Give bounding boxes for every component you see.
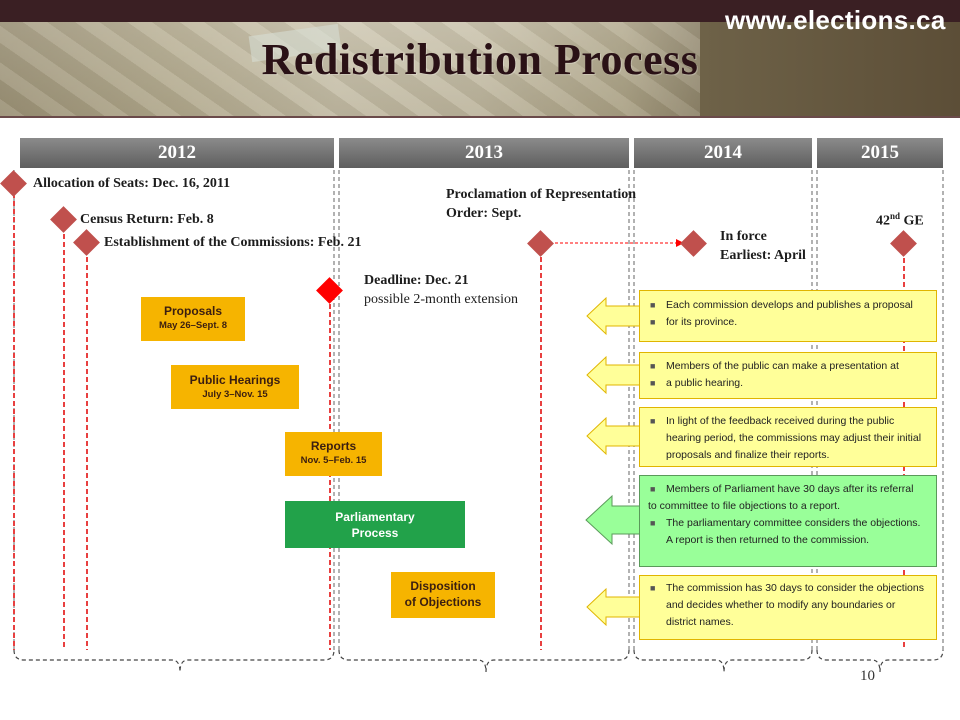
info-box-parliament: ■Members of Parliament have 30 days afte…: [639, 475, 937, 567]
label-deadline: Deadline: Dec. 21: [364, 273, 469, 288]
info-parliament-line2: to committee to file objections to a rep…: [648, 500, 841, 512]
info-proposals-line1: Each commission develops and publishes a…: [666, 299, 913, 311]
left-arrow-icon: [585, 296, 641, 627]
info-parliament-line4: A report is then returned to the commiss…: [666, 534, 870, 546]
site-url[interactable]: www.elections.ca: [725, 5, 946, 35]
label-proclamation-line2: Order: Sept.: [446, 206, 522, 221]
phase-disposition-line2: of Objections: [404, 595, 482, 609]
info-box-disposition: ■The commission has 30 days to consider …: [639, 575, 937, 640]
label-establishment: Establishment of the Commissions: Feb. 2…: [104, 235, 362, 250]
header-rule: [0, 116, 960, 118]
info-box-hearings: ■Members of the public can make a presen…: [639, 352, 937, 399]
label-general-election: 42nd GE: [876, 211, 924, 229]
header-photo: [0, 22, 700, 116]
label-proclamation-line1: Proclamation of Representation: [446, 187, 637, 202]
info-box-proposals: ■Each commission develops and publishes …: [639, 290, 937, 342]
phase-parliamentary-process: Parliamentary Process: [285, 501, 465, 548]
info-parliament-line3: The parliamentary committee considers th…: [666, 517, 921, 529]
info-disposition-line2: and decides whether to modify any bounda…: [666, 599, 896, 611]
info-disposition-line3: district names.: [666, 616, 734, 628]
info-box-reports: ■In light of the feedback received durin…: [639, 407, 937, 467]
phase-proposals: Proposals May 26–Sept. 8: [141, 297, 245, 341]
phase-hearings-title: Public Hearings: [189, 373, 281, 387]
info-reports-line3: proposals and finalize their reports.: [666, 449, 830, 461]
phase-proposals-title: Proposals: [163, 304, 223, 318]
info-hearings-line2: a public hearing.: [666, 377, 744, 389]
phase-parliamentary-line2: Process: [351, 526, 399, 540]
info-hearings-line1: Members of the public can make a present…: [666, 360, 899, 372]
info-reports-line2: hearing period, the commissions may adju…: [666, 432, 922, 444]
year-bar-2015: 2015: [817, 138, 943, 168]
info-proposals-line2: for its province.: [666, 316, 738, 328]
label-in-force-line2: Earliest: April: [720, 248, 806, 263]
label-in-force-line1: In force: [720, 229, 767, 244]
year-bar-2014: 2014: [634, 138, 812, 168]
label-deadline-note: possible 2-month extension: [364, 292, 518, 307]
phase-reports-dates: Nov. 5–Feb. 15: [300, 455, 367, 466]
year-bar-2013: 2013: [339, 138, 629, 168]
info-disposition-line1: The commission has 30 days to consider t…: [666, 582, 924, 594]
info-parliament-line1: Members of Parliament have 30 days after…: [666, 483, 914, 495]
label-allocation: Allocation of Seats: Dec. 16, 2011: [33, 176, 231, 191]
phase-reports: Reports Nov. 5–Feb. 15: [285, 432, 382, 476]
slide-title: Redistribution Process: [261, 35, 699, 84]
page-number: 10: [860, 668, 875, 684]
phase-hearings-dates: July 3–Nov. 15: [202, 389, 268, 400]
top-bar: [0, 0, 960, 22]
phase-proposals-dates: May 26–Sept. 8: [158, 320, 228, 331]
year-bar-2012: 2012: [20, 138, 334, 168]
phase-reports-title: Reports: [310, 439, 357, 453]
phase-parliamentary-line1: Parliamentary: [335, 510, 415, 524]
phase-disposition-line1: Disposition: [410, 579, 476, 593]
info-reports-line1: In light of the feedback received during…: [666, 415, 895, 427]
phase-public-hearings: Public Hearings July 3–Nov. 15: [171, 365, 299, 409]
label-census: Census Return: Feb. 8: [80, 212, 214, 227]
phase-disposition: Disposition of Objections: [391, 572, 495, 618]
